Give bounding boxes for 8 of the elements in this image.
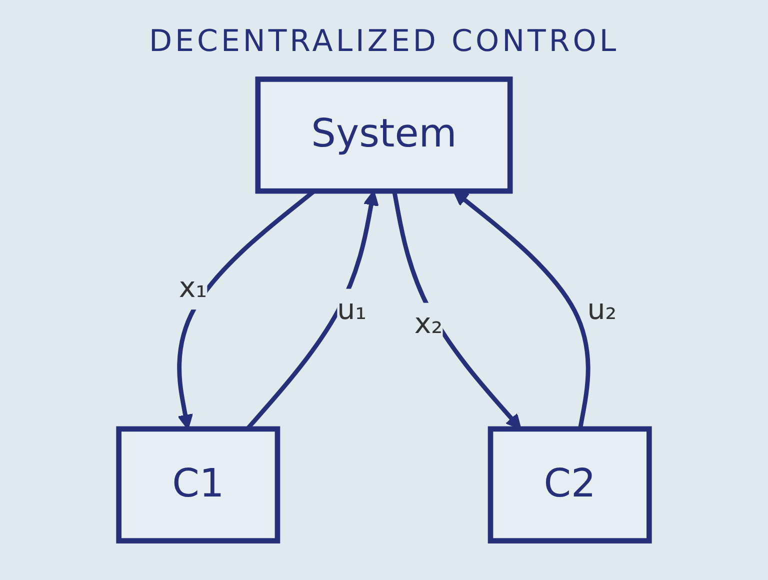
edge-label: x₁ [178,270,208,304]
node-box: C2 [488,426,652,544]
edge-label: u₁ [337,292,367,326]
diagram-title: DECENTRALIZED CONTROL [148,23,620,61]
node-box: C1 [116,426,280,544]
edge-label: u₂ [587,292,617,326]
node-box: System [255,76,513,194]
edge-label: x₂ [414,306,443,340]
